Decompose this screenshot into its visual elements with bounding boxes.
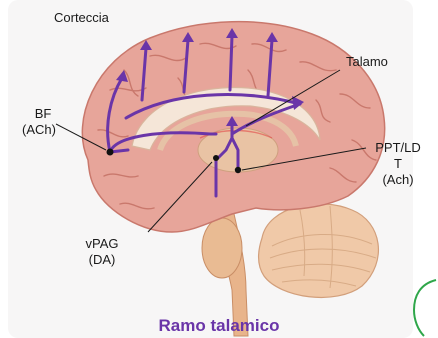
label-ppt-nt: (Ach) xyxy=(368,172,428,187)
cerebellum xyxy=(259,204,379,298)
label-talamo: Talamo xyxy=(346,54,388,69)
ppt-nucleus-dot xyxy=(235,167,241,173)
pons xyxy=(202,218,242,278)
label-vpag: vPAG xyxy=(72,236,132,251)
label-vpag-nt: (DA) xyxy=(72,252,132,267)
vpag-nucleus-dot xyxy=(213,155,219,161)
label-ppt-line2: T xyxy=(368,156,428,171)
label-ppt-line1: PPT/LD xyxy=(368,140,428,155)
label-corteccia: Corteccia xyxy=(54,10,109,25)
label-bf: BF xyxy=(28,106,58,121)
label-bf-nt: (ACh) xyxy=(14,122,64,137)
figure-caption: Ramo talamico xyxy=(0,316,438,336)
pathway-cortex-3 xyxy=(230,36,232,90)
cerebrum xyxy=(82,22,384,232)
bf-nucleus-dot xyxy=(107,149,114,156)
